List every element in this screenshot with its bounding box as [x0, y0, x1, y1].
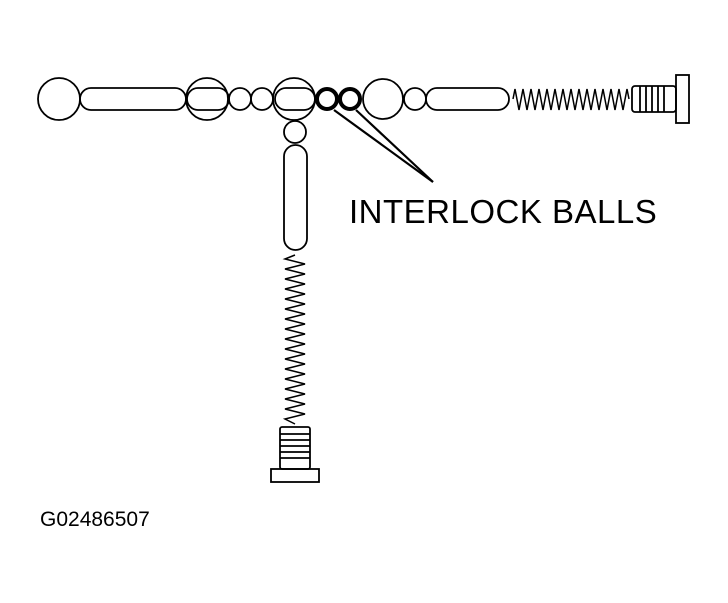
small-ball	[228, 87, 252, 111]
detent-plunger	[186, 87, 230, 111]
detent-ball	[185, 77, 229, 121]
small-ball	[283, 120, 307, 144]
detent-plunger	[79, 87, 187, 111]
small-ball	[250, 87, 274, 111]
horizontal-detent-train	[37, 74, 690, 124]
detent-spring	[282, 254, 306, 425]
detent-plunger	[283, 144, 308, 251]
callout-label: INTERLOCK BALLS	[349, 193, 658, 230]
interlock-ball	[315, 87, 339, 111]
small-ball	[403, 87, 427, 111]
plug-bolt	[631, 74, 690, 124]
detent-plunger	[274, 87, 316, 111]
detent-plunger	[425, 87, 510, 111]
vertical-detent-train	[270, 120, 320, 483]
detent-ball	[362, 78, 404, 120]
figure-id: G02486507	[40, 508, 150, 531]
detent-ball	[37, 77, 81, 121]
detent-ball	[272, 77, 316, 121]
callout-leader	[333, 109, 434, 183]
plug-bolt	[270, 426, 320, 483]
detent-spring	[512, 88, 630, 111]
interlock-ball	[338, 87, 362, 111]
